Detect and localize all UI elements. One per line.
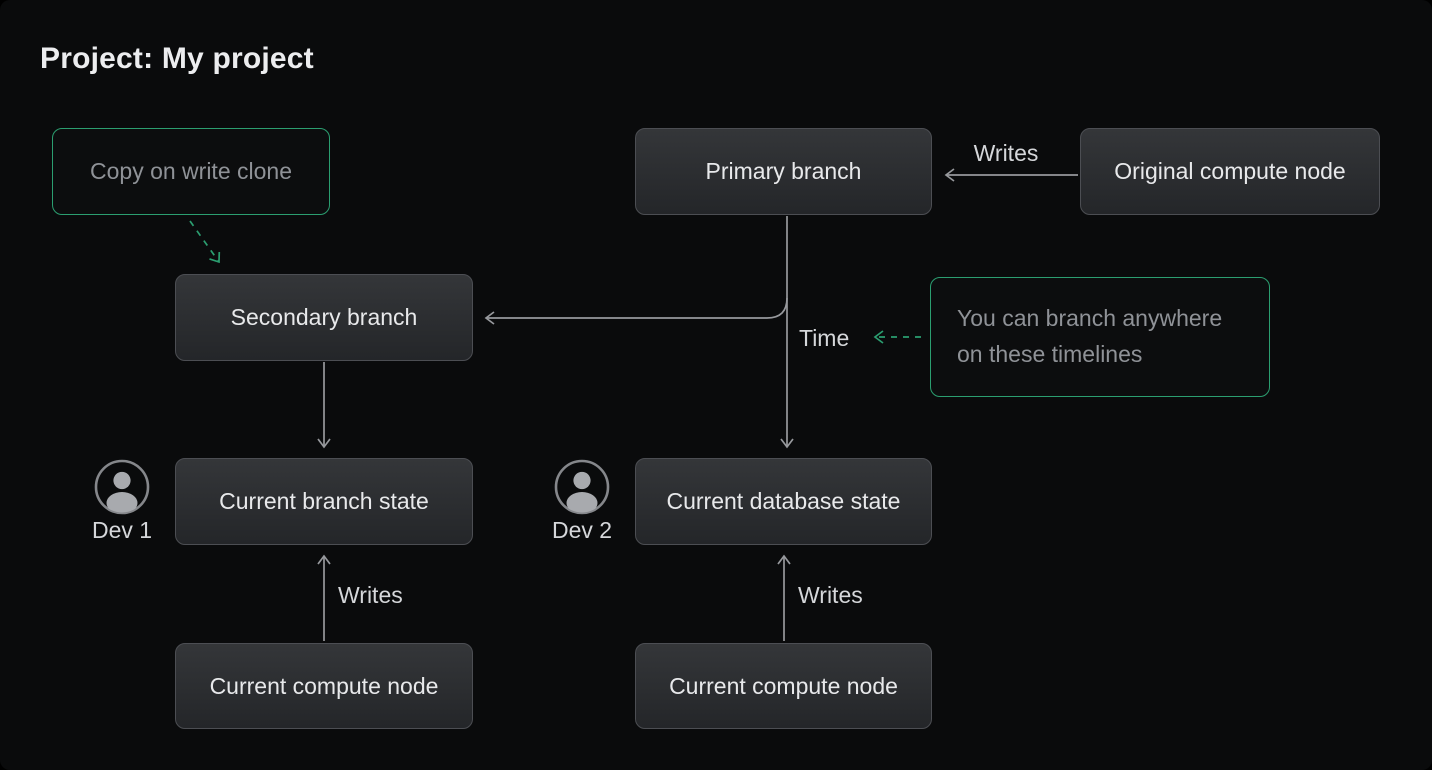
node-current-compute-left-label: Current compute node xyxy=(209,672,439,699)
annotation-branch-note: You can branch anywhere on these timelin… xyxy=(930,277,1270,397)
annotation-copy-on-write-clone: Copy on write clone xyxy=(52,128,330,215)
node-primary-branch: Primary branch xyxy=(635,128,932,215)
node-primary-branch-label: Primary branch xyxy=(705,158,862,184)
node-current-branch-state: Current branch state xyxy=(175,458,473,545)
node-current-compute-right: Current compute node xyxy=(635,643,932,729)
node-secondary-branch-label: Secondary branch xyxy=(230,304,418,330)
edge-label-writes-right: Writes xyxy=(798,582,863,608)
annotation-copy-on-write-clone-label: Copy on write clone xyxy=(90,158,292,184)
dev2-avatar-icon xyxy=(554,459,610,520)
annotation-branch-note-label: You can branch anywhere on these timelin… xyxy=(957,305,1223,367)
node-current-database-state: Current database state xyxy=(635,458,932,545)
node-original-compute: Original compute node xyxy=(1080,128,1380,215)
edge-label-writes-left: Writes xyxy=(338,582,403,608)
node-current-database-state-label: Current database state xyxy=(666,488,901,514)
node-secondary-branch: Secondary branch xyxy=(175,274,473,361)
node-current-branch-state-label: Current branch state xyxy=(219,488,429,514)
arrow-clone-annotation xyxy=(189,220,221,264)
person-icon xyxy=(554,459,610,515)
person-icon xyxy=(94,459,150,515)
page-title: Project: My project xyxy=(40,42,314,75)
dev2-label: Dev 2 xyxy=(551,517,613,543)
arrow-branch-to-secondary xyxy=(484,297,788,325)
edge-label-time: Time xyxy=(799,325,850,351)
node-original-compute-label: Original compute node xyxy=(1114,158,1346,184)
node-current-compute-right-label: Current compute node xyxy=(669,672,898,699)
dev1-avatar-icon xyxy=(94,459,150,520)
dev1-label: Dev 1 xyxy=(91,517,153,543)
edge-label-writes-original: Writes xyxy=(973,140,1039,166)
node-current-compute-left: Current compute node xyxy=(175,643,473,729)
